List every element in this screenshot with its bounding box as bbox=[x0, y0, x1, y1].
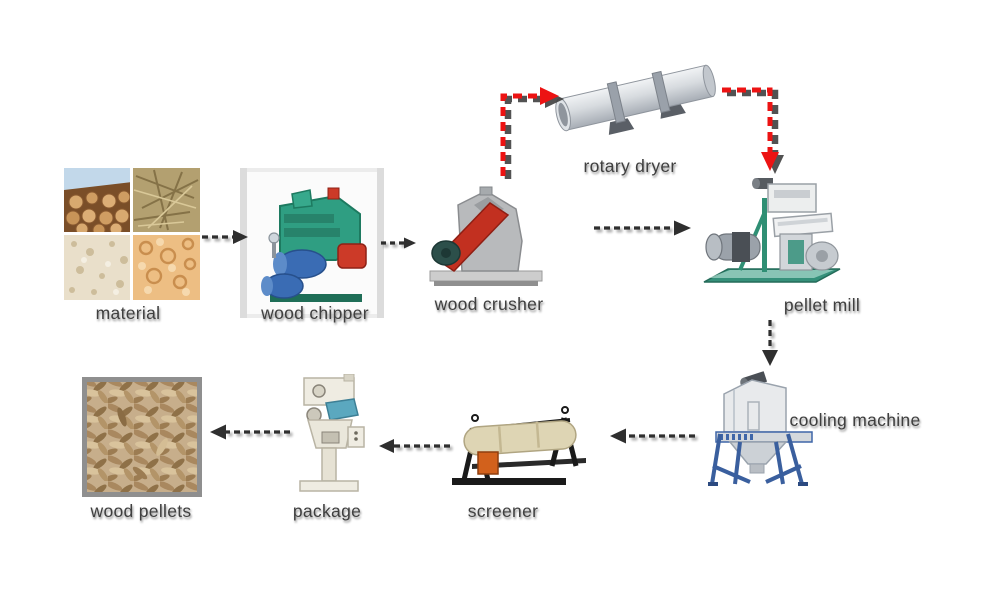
wood-chipper-image bbox=[240, 168, 384, 318]
pellet-mill-image bbox=[696, 170, 848, 295]
wood-chipper-label: wood chipper bbox=[261, 303, 369, 323]
package-label: package bbox=[292, 501, 362, 521]
material-photo bbox=[64, 168, 200, 300]
screener-label: screener bbox=[467, 501, 539, 521]
rotary-dryer-image bbox=[553, 44, 718, 150]
wood-pellets-label: wood pellets bbox=[90, 501, 192, 521]
cooling-machine-image bbox=[690, 368, 830, 490]
arrow-dryer-to-pelletmill bbox=[722, 87, 773, 152]
screener-image bbox=[448, 398, 590, 498]
wood-pellets-photo bbox=[82, 377, 202, 497]
arrow-crusher-to-dryer bbox=[500, 93, 540, 176]
package-machine-image bbox=[292, 374, 368, 496]
material-label: material bbox=[95, 303, 161, 323]
cooling-machine-label: cooling machine bbox=[789, 410, 921, 430]
wood-crusher-image bbox=[429, 186, 543, 286]
wood-crusher-label: wood crusher bbox=[434, 294, 544, 314]
rotary-dryer-label: rotary dryer bbox=[583, 156, 677, 176]
pellet-mill-label: pellet mill bbox=[783, 295, 861, 315]
